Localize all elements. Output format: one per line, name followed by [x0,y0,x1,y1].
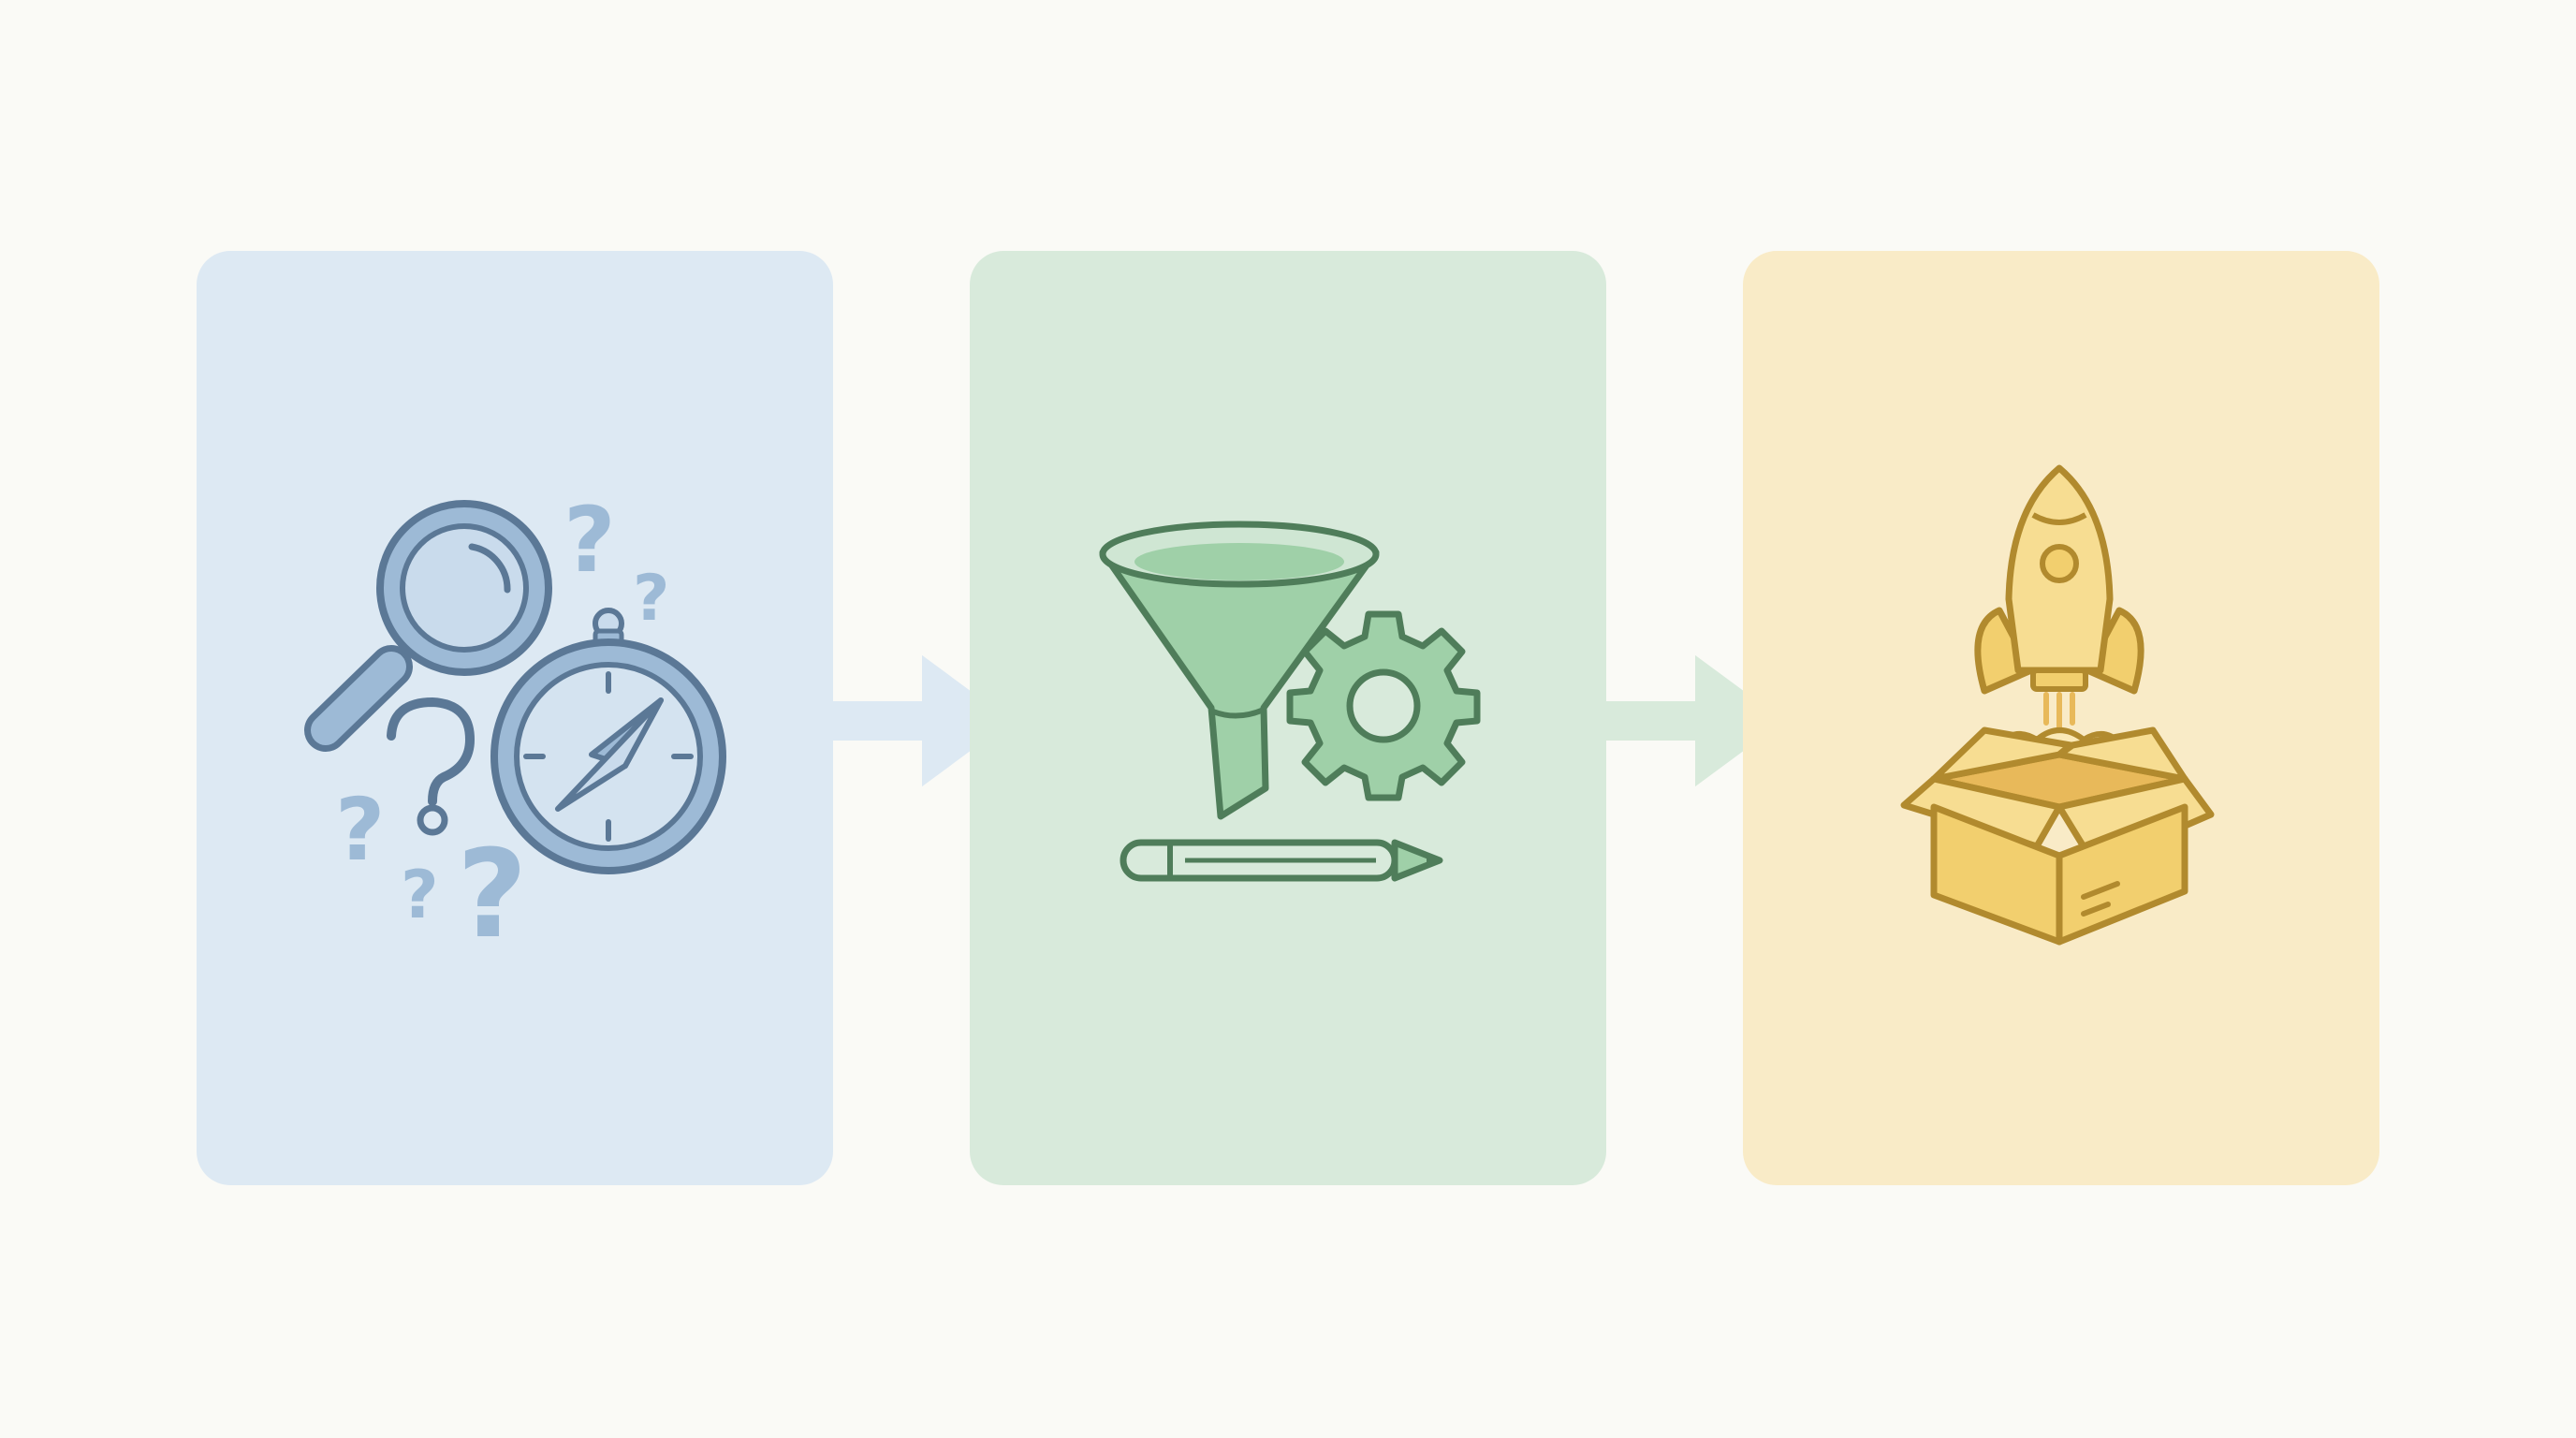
arrow-right-icon-1 [817,629,1033,813]
arrow-right-icon-2 [1590,629,1807,813]
question-mark-icon [387,697,476,836]
rocket-icon [1974,464,2144,742]
magnifier-icon [304,500,552,752]
gear-icon [1286,610,1481,801]
compass-icon [490,608,726,874]
question-mark-icon: ? [633,562,669,636]
question-mark-icon: ? [401,857,439,933]
box-icon [1900,726,2215,946]
question-mark-icon: ? [457,823,527,965]
question-mark-icon: ? [335,780,385,880]
pencil-icon [1120,839,1443,882]
funnel-icon [1099,521,1380,820]
question-marks-group: ? ? ? ? ? [335,488,669,965]
question-mark-icon: ? [564,488,616,593]
